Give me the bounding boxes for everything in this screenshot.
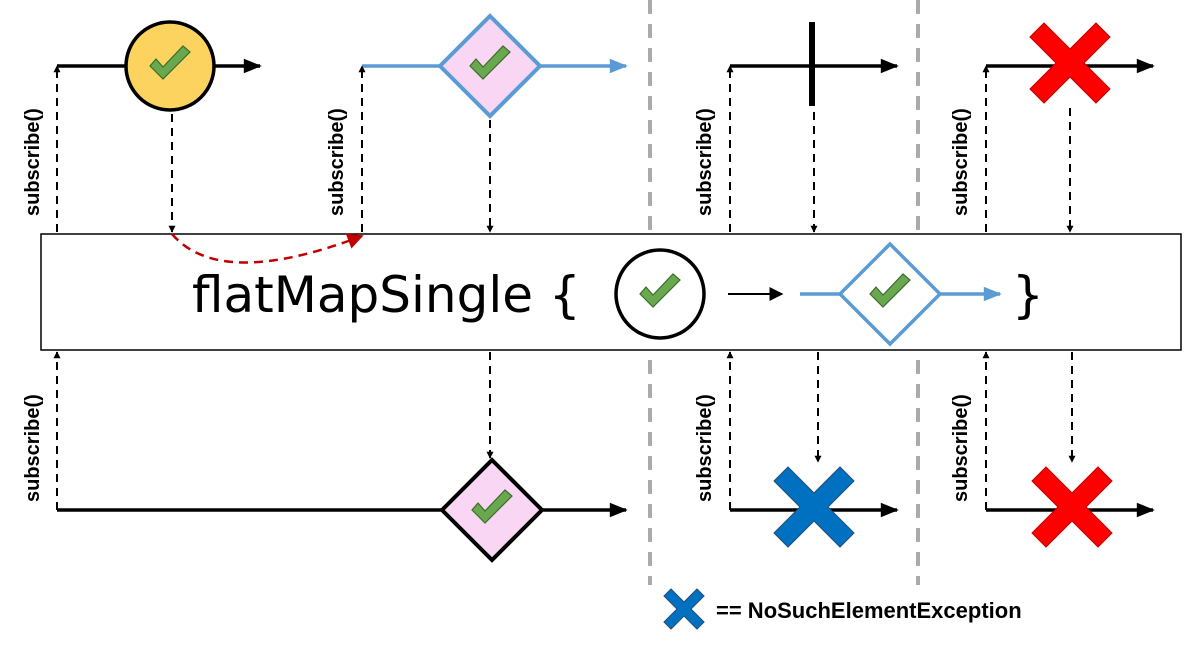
downstream-no-such-element-icon bbox=[773, 466, 855, 548]
subscribe-label-1-down: subscribe() bbox=[22, 394, 44, 502]
legend-text: == NoSuchElementException bbox=[716, 598, 1022, 623]
subscribe-label-inner: subscribe() bbox=[326, 108, 348, 216]
subscribe-label-2-down: subscribe() bbox=[694, 394, 716, 502]
subscribe-label-1-up: subscribe() bbox=[22, 108, 44, 216]
operator-closing-brace: } bbox=[1012, 266, 1044, 324]
downstream-error-icon bbox=[1031, 466, 1113, 548]
legend-blue-x-icon bbox=[663, 588, 705, 630]
subscribe-label-2-up: subscribe() bbox=[694, 108, 716, 216]
subscribe-label-3-up: subscribe() bbox=[950, 108, 972, 216]
flatmap-link-arrow bbox=[171, 233, 364, 264]
operator-label: flatMapSingle { bbox=[192, 266, 581, 324]
subscribe-label-3-down: subscribe() bbox=[950, 394, 972, 502]
upstream-error-icon bbox=[1029, 22, 1111, 104]
